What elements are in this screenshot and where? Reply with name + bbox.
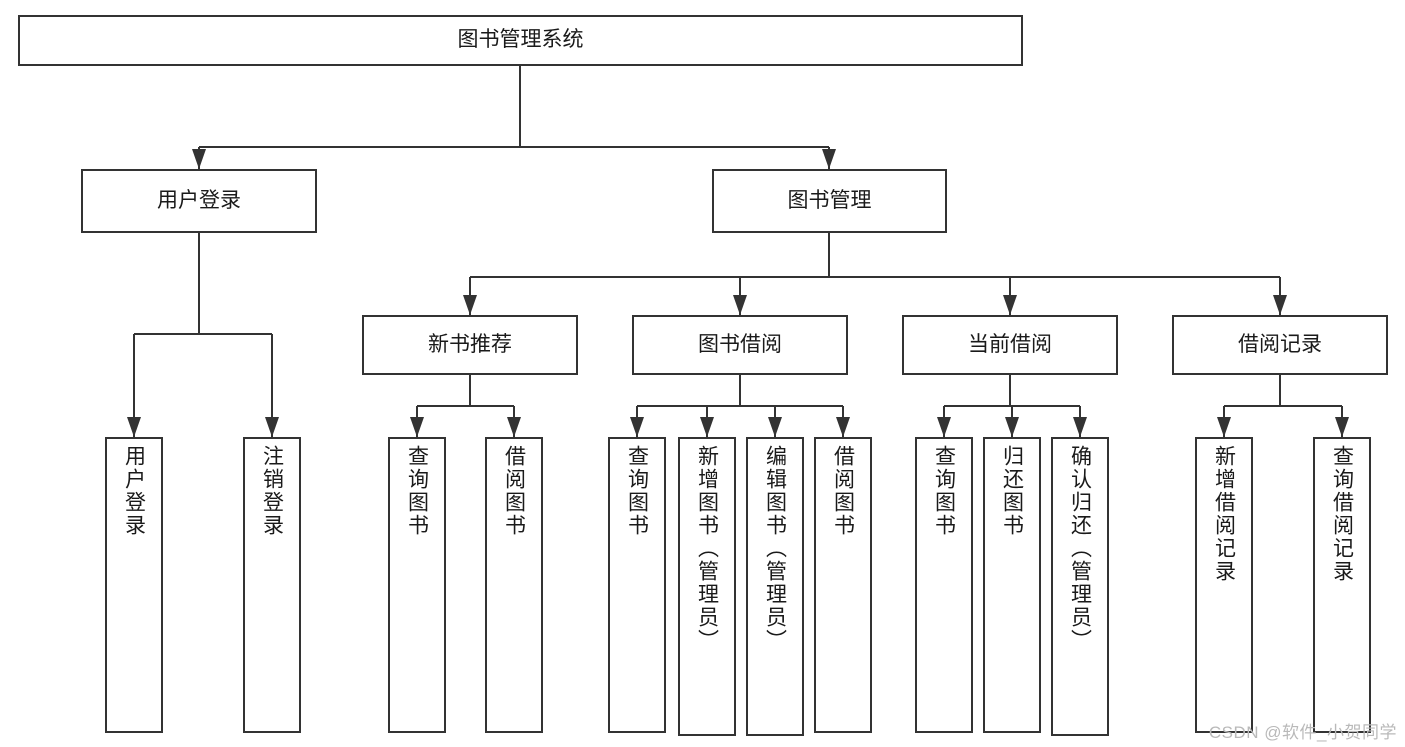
arrowhead-icon [630, 417, 644, 437]
node-leaf-query-book-3[interactable]: 查询图书 [915, 437, 973, 733]
node-leaf-query-book-1[interactable]: 查询图书 [388, 437, 446, 733]
node-root[interactable]: 图书管理系统 [18, 15, 1023, 66]
node-label: 借阅图书 [502, 445, 526, 537]
node-leaf-add-record[interactable]: 新增借阅记录 [1195, 437, 1253, 733]
node-label: 查询借阅记录 [1330, 445, 1354, 583]
arrowhead-icon [822, 149, 836, 169]
arrowhead-icon [410, 417, 424, 437]
node-book-borrow[interactable]: 图书借阅 [632, 315, 848, 375]
node-book-manage[interactable]: 图书管理 [712, 169, 947, 233]
node-label: 借阅图书 [831, 445, 855, 537]
arrowhead-icon [463, 295, 477, 315]
node-label: 图书管理系统 [457, 28, 584, 52]
node-label: 查询图书 [625, 445, 649, 537]
arrowhead-icon [836, 417, 850, 437]
node-leaf-borrow-book-1[interactable]: 借阅图书 [485, 437, 543, 733]
arrowhead-icon [507, 417, 521, 437]
arrowhead-icon [127, 417, 141, 437]
arrowhead-icon [1005, 417, 1019, 437]
node-label: 当前借阅 [968, 332, 1052, 356]
arrowhead-icon [1217, 417, 1231, 437]
arrowhead-icon [1335, 417, 1349, 437]
node-label: 注销登录 [260, 445, 284, 537]
arrowhead-icon [192, 149, 206, 169]
node-leaf-confirm-return[interactable]: 确认归还（管理员） [1051, 437, 1109, 736]
node-label: 查询图书 [932, 445, 956, 537]
node-label: 归还图书 [1000, 445, 1024, 537]
node-label: 编辑图书（管理员） [763, 445, 787, 652]
node-label: 确认归还（管理员） [1068, 445, 1092, 652]
node-leaf-add-book[interactable]: 新增图书（管理员） [678, 437, 736, 736]
node-leaf-borrow-book-2[interactable]: 借阅图书 [814, 437, 872, 733]
node-label: 借阅记录 [1238, 332, 1322, 356]
arrowhead-icon [1273, 295, 1287, 315]
arrowhead-icon [700, 417, 714, 437]
arrowhead-icon [768, 417, 782, 437]
node-current-borrow[interactable]: 当前借阅 [902, 315, 1118, 375]
arrowhead-icon [733, 295, 747, 315]
node-leaf-query-book-2[interactable]: 查询图书 [608, 437, 666, 733]
node-borrow-record[interactable]: 借阅记录 [1172, 315, 1388, 375]
node-label: 用户登录 [157, 188, 241, 212]
node-leaf-return-book[interactable]: 归还图书 [983, 437, 1041, 733]
node-label: 新书推荐 [428, 332, 512, 356]
arrowhead-icon [937, 417, 951, 437]
node-leaf-edit-book[interactable]: 编辑图书（管理员） [746, 437, 804, 736]
node-label: 图书借阅 [698, 332, 782, 356]
arrowhead-icon [1003, 295, 1017, 315]
node-new-book-rec[interactable]: 新书推荐 [362, 315, 578, 375]
node-leaf-logout[interactable]: 注销登录 [243, 437, 301, 733]
arrowhead-icon [1073, 417, 1087, 437]
node-user-login[interactable]: 用户登录 [81, 169, 317, 233]
node-label: 查询图书 [405, 445, 429, 537]
node-leaf-user-login[interactable]: 用户登录 [105, 437, 163, 733]
node-label: 用户登录 [122, 445, 146, 537]
node-label: 新增借阅记录 [1212, 445, 1236, 583]
node-label: 新增图书（管理员） [695, 445, 719, 652]
node-leaf-query-record[interactable]: 查询借阅记录 [1313, 437, 1371, 733]
node-label: 图书管理 [787, 188, 872, 212]
arrowhead-icon [265, 417, 279, 437]
